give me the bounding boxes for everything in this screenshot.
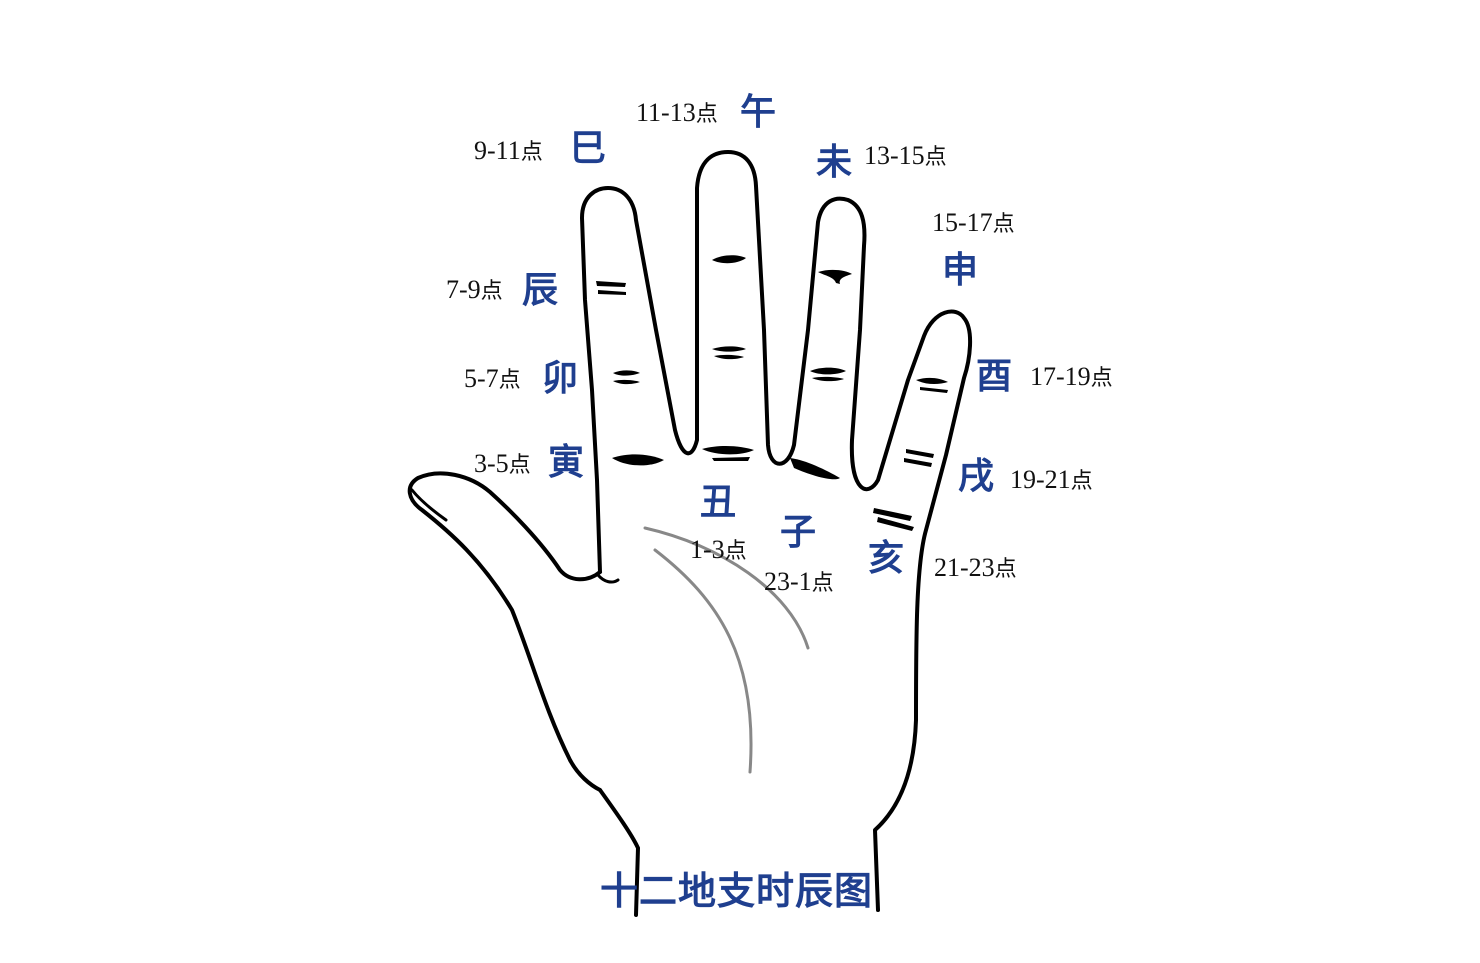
hand-outline bbox=[580, 150, 973, 912]
crease-ring-mid bbox=[810, 367, 846, 382]
branch-zi: 子 bbox=[780, 511, 817, 553]
hour-unit-yin: 点 bbox=[508, 453, 531, 478]
crease-index-mid bbox=[613, 370, 640, 385]
branch-shen: 申 bbox=[942, 249, 979, 291]
hour-label-wu: 11-13点 bbox=[636, 100, 718, 126]
hour-range-chou: 1-3 bbox=[690, 535, 725, 564]
hour-unit-you: 点 bbox=[1090, 366, 1113, 391]
hour-unit-chen: 点 bbox=[480, 279, 503, 304]
crease-little-top bbox=[916, 377, 948, 393]
palm-line-outer bbox=[643, 526, 810, 650]
branch-chou: 丑 bbox=[700, 481, 737, 523]
branch-you: 酉 bbox=[976, 355, 1013, 397]
crease-middle-mid bbox=[712, 346, 746, 360]
hour-label-hai: 21-23点 bbox=[934, 555, 1017, 581]
crease-little-mid bbox=[904, 449, 934, 467]
hour-range-xu: 19-21 bbox=[1010, 465, 1071, 494]
wrist-left-line bbox=[598, 788, 640, 917]
hour-label-yin: 3-5点 bbox=[474, 451, 531, 477]
hour-range-si: 9-11 bbox=[474, 136, 521, 165]
branch-wu: 午 bbox=[740, 91, 777, 133]
hour-range-wu: 11-13 bbox=[636, 98, 696, 127]
hour-unit-zi: 点 bbox=[811, 571, 834, 596]
crease-ring-base bbox=[790, 458, 840, 480]
diagram-title: 十二地支时辰图 bbox=[600, 868, 874, 913]
hour-range-chen: 7-9 bbox=[446, 275, 481, 304]
thumb-fold bbox=[596, 573, 620, 584]
hour-label-si: 9-11点 bbox=[474, 138, 543, 164]
branch-mao: 卯 bbox=[542, 357, 579, 399]
hour-unit-wei: 点 bbox=[924, 145, 947, 170]
hour-range-you: 17-19 bbox=[1030, 362, 1091, 391]
hour-range-zi: 23-1 bbox=[764, 567, 812, 596]
branch-xu: 戌 bbox=[958, 455, 995, 497]
hour-range-hai: 21-23 bbox=[934, 553, 995, 582]
crease-index-base bbox=[612, 454, 664, 466]
hour-range-wei: 13-15 bbox=[864, 141, 925, 170]
palm-line-inner bbox=[653, 548, 753, 774]
hour-label-xu: 19-21点 bbox=[1010, 467, 1093, 493]
hour-label-you: 17-19点 bbox=[1030, 364, 1113, 390]
hour-label-chen: 7-9点 bbox=[446, 277, 503, 303]
hour-label-zi: 23-1点 bbox=[764, 569, 834, 595]
thumb-nail bbox=[410, 488, 448, 522]
crease-index-top bbox=[596, 281, 626, 295]
crease-middle-base bbox=[702, 446, 754, 461]
branch-hai: 亥 bbox=[868, 537, 905, 579]
crease-middle-top bbox=[712, 255, 746, 264]
hour-label-wei: 13-15点 bbox=[864, 143, 947, 169]
hour-range-yin: 3-5 bbox=[474, 449, 509, 478]
branch-chen: 辰 bbox=[522, 269, 559, 311]
hour-unit-wu: 点 bbox=[695, 102, 718, 127]
crease-ring-top bbox=[818, 269, 852, 284]
hour-range-mao: 5-7 bbox=[464, 364, 499, 393]
crease-little-base bbox=[873, 508, 914, 531]
branch-si: 巳 bbox=[570, 127, 607, 169]
hour-unit-shen: 点 bbox=[992, 212, 1015, 237]
hour-label-chou: 1-3点 bbox=[690, 537, 747, 563]
hour-unit-si: 点 bbox=[520, 140, 543, 165]
hour-unit-chou: 点 bbox=[724, 539, 747, 564]
hour-unit-xu: 点 bbox=[1070, 469, 1093, 494]
branch-yin: 寅 bbox=[548, 441, 585, 483]
hour-label-mao: 5-7点 bbox=[464, 366, 521, 392]
hour-unit-hai: 点 bbox=[994, 557, 1017, 582]
hour-unit-mao: 点 bbox=[498, 368, 521, 393]
thumb-outline bbox=[407, 471, 602, 792]
branch-wei: 未 bbox=[816, 141, 853, 183]
hour-label-shen: 15-17点 bbox=[932, 210, 1015, 236]
hour-range-shen: 15-17 bbox=[932, 208, 993, 237]
